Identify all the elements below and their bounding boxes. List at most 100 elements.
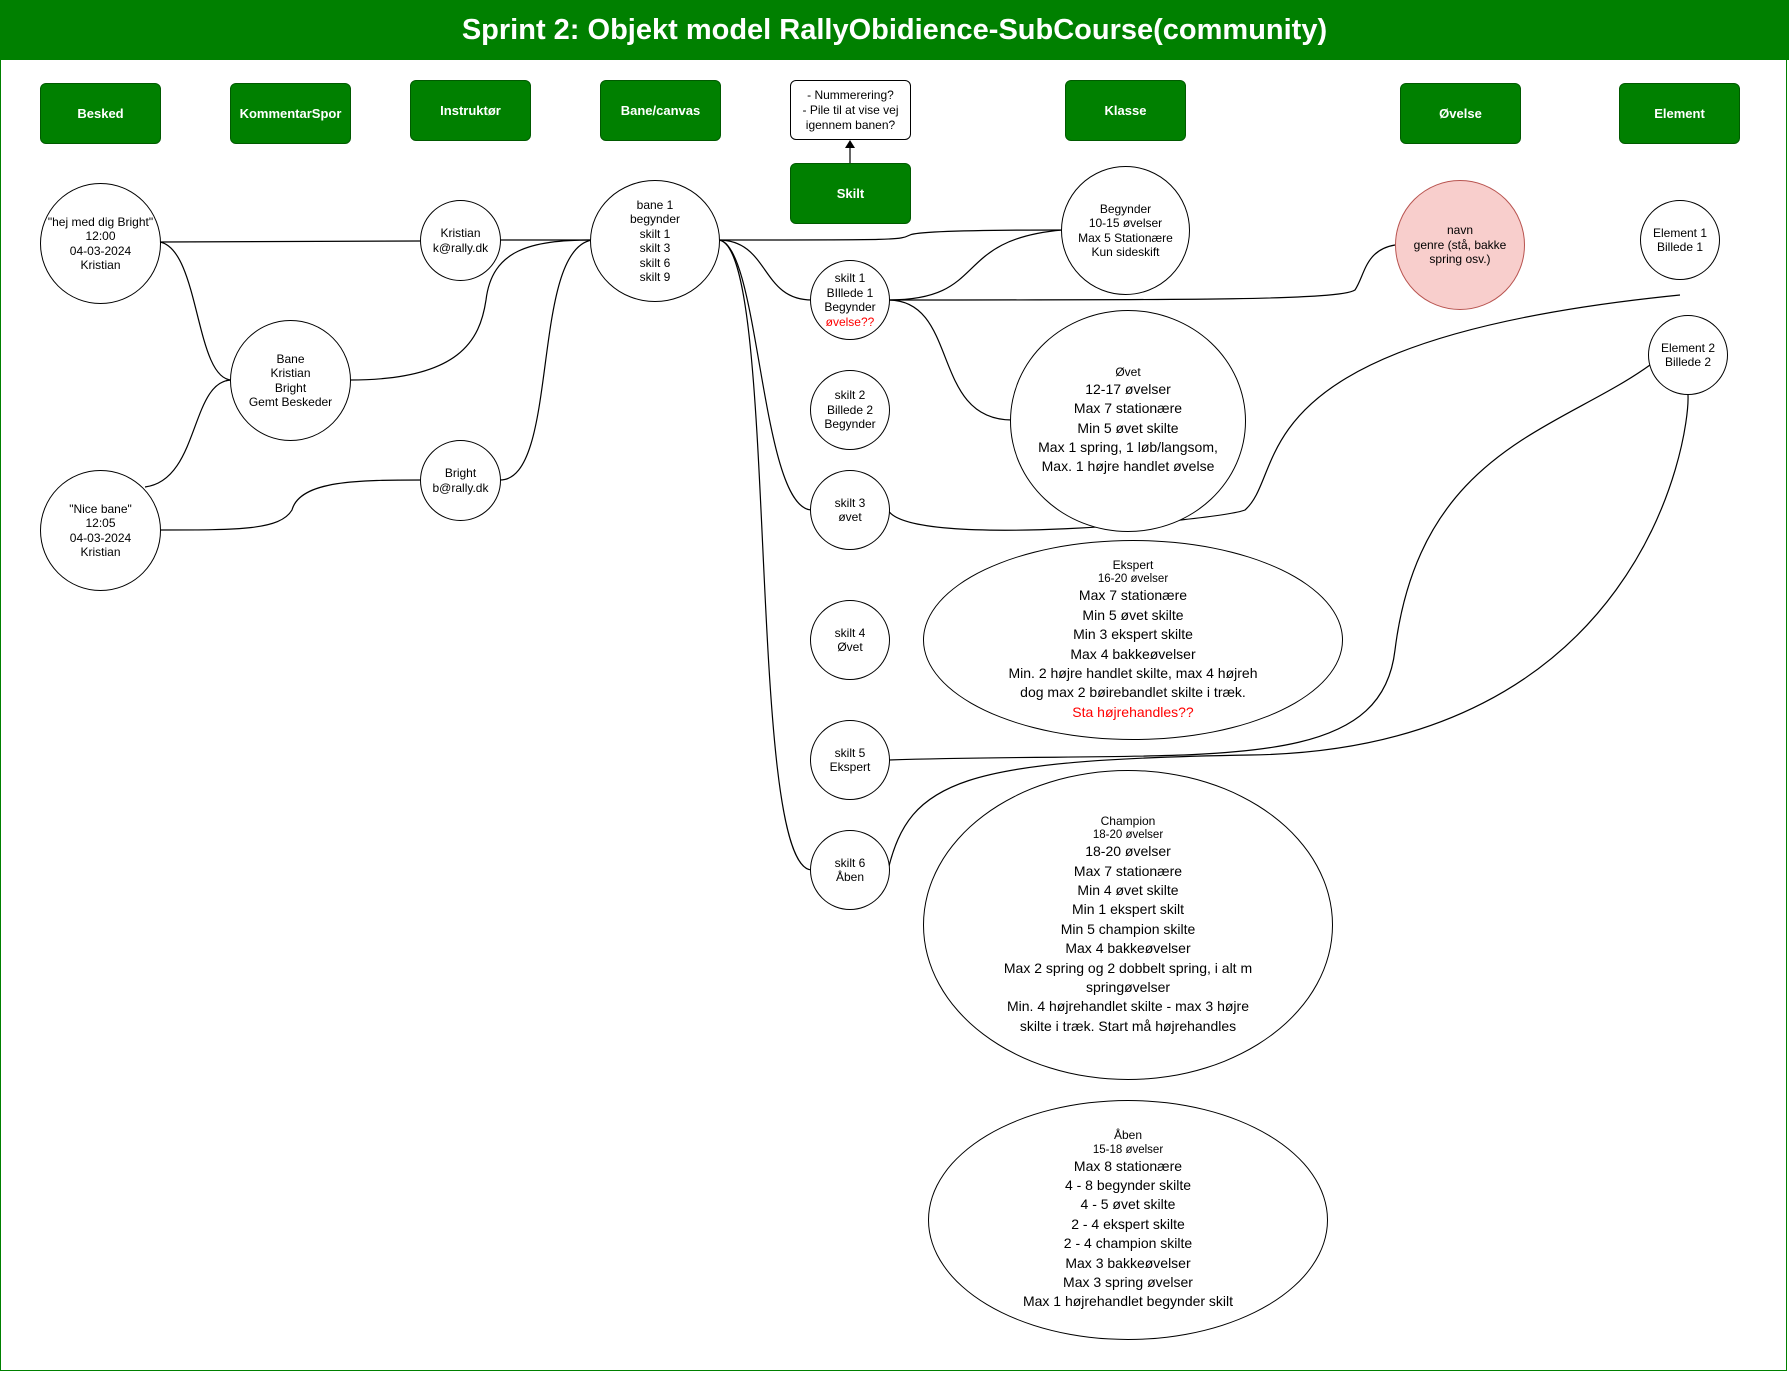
node-line: Min 5 øvet skilte <box>1082 606 1184 623</box>
skilt6-node: skilt 6 Åben <box>810 830 890 910</box>
bane-node: bane 1 begynder skilt 1 skilt 3 skilt 6 … <box>590 180 720 302</box>
node-line: Begynder <box>824 300 876 314</box>
node-line: Max 4 bakkeøvelser <box>1070 645 1196 662</box>
node-line: Øvet <box>837 640 863 654</box>
node-line: Max 1 spring, 1 løb/langsom, <box>1038 438 1218 455</box>
header-besked: Besked <box>40 83 161 144</box>
node-title: Øvet <box>1115 365 1141 380</box>
edge-skilt1-ovet <box>887 299 1013 421</box>
node-line: Max. 1 højre handlet øvelse <box>1041 458 1215 475</box>
skilt5-node: skilt 5 Ekspert <box>810 720 890 800</box>
skilt-note-line: igennem banen? <box>805 117 896 132</box>
node-line: Kristian <box>440 226 481 240</box>
node-line: 04-03-2024 <box>69 243 132 258</box>
node-line: skilt 3 <box>834 495 866 510</box>
node-line: Ekspert <box>829 760 871 774</box>
node-line: spring osv.) <box>1429 252 1491 267</box>
node-subtitle: 16-20 øvelser <box>1097 573 1169 586</box>
node-line: Kristian <box>80 258 121 272</box>
edge-msg2-kommentarspor <box>144 379 233 488</box>
node-line: 04-03-2024 <box>69 530 132 545</box>
node-line: Billede 2 <box>1664 355 1712 369</box>
edge-bane-skilt3 <box>717 239 813 511</box>
ekspert-question: Sta højrehandles?? <box>1072 703 1194 720</box>
edge-skilt3-element1 <box>887 294 1681 531</box>
node-line: 2 - 4 ekspert skilte <box>1071 1215 1185 1232</box>
edge-kommentarspor-bane <box>349 239 593 381</box>
node-line: skilt 1 <box>834 271 866 285</box>
klasse-champion-node: Champion 18-20 øvelser 18-20 øvelser Max… <box>923 770 1333 1080</box>
klasse-begynder-node: Begynder 10-15 øvelser Max 5 Stationære … <box>1061 166 1190 295</box>
node-line: Element 1 <box>1652 225 1708 240</box>
instruktor-kristian-node: Kristian k@rally.dk <box>420 200 501 281</box>
node-line: skilt 5 <box>834 745 866 760</box>
node-subtitle: 18-20 øvelser <box>1092 829 1164 842</box>
node-line: Max 4 bakkeøvelser <box>1065 940 1191 957</box>
edge-msg1-kristian <box>159 240 421 243</box>
node-line: Max 7 stationære <box>1073 400 1183 417</box>
skilt1-node: skilt 1 BIllede 1 Begynder øvelse?? <box>810 260 890 340</box>
arrowhead-skilt-note <box>845 140 855 148</box>
node-line: bane 1 <box>636 197 674 212</box>
node-line: dog max 2 bøirebandlet skilte i træk. <box>1020 684 1246 701</box>
node-line: b@rally.dk <box>432 480 489 495</box>
node-line: skilt 9 <box>639 270 671 284</box>
node-line: genre (stå, bakke <box>1413 237 1507 252</box>
besked-node-2: "Nice bane" 12:05 04-03-2024 Kristian <box>40 470 161 591</box>
skilt1-question: øvelse?? <box>825 314 875 329</box>
node-line: skilt 4 <box>834 625 866 640</box>
node-line: 12:00 <box>85 229 116 243</box>
node-line: Kristian <box>270 366 311 380</box>
klasse-ekspert-node: Ekspert 16-20 øvelser Max 7 stationære M… <box>923 540 1343 740</box>
node-line: Bright <box>274 380 307 395</box>
header-ovelse: Øvelse <box>1400 83 1521 144</box>
skilt-note-line: - Pile til at vise vej <box>802 102 899 117</box>
node-line: 2 - 4 champion skilte <box>1063 1235 1193 1252</box>
node-line: "Nice bane" <box>69 501 132 516</box>
node-line: Max 1 højrehandlet begynder skilt <box>1022 1293 1234 1310</box>
node-line: Min. 4 højrehandlet skilte - max 3 højre <box>1007 998 1249 1015</box>
skilt2-node: skilt 2 Billede 2 Begynder <box>810 370 890 450</box>
edge-bright-bane <box>499 239 593 481</box>
node-line: Max 3 bakkeøvelser <box>1065 1254 1191 1271</box>
header-element: Element <box>1619 83 1740 144</box>
node-line: Max 7 stationære <box>1073 862 1183 879</box>
node-line: skilt 6 <box>834 855 866 870</box>
node-line: "hej med dig Bright" <box>47 214 154 229</box>
edge-bane-skilt6 <box>717 239 813 871</box>
node-line: springøvelser <box>1085 979 1171 996</box>
header-skilt: Skilt <box>790 163 911 224</box>
node-line: Min 4 øvet skilte <box>1077 882 1179 899</box>
edge-skilt5-element2 <box>887 364 1651 761</box>
node-line: 10-15 øvelser <box>1088 216 1163 230</box>
element1-node: Element 1 Billede 1 <box>1640 200 1720 280</box>
skilt3-node: skilt 3 øvet <box>810 470 890 550</box>
node-line: Max 5 Stationære <box>1078 230 1173 245</box>
edge-skilt1-begynder <box>887 229 1063 301</box>
edge-bane-skilt1 <box>717 239 813 301</box>
node-line: BIllede 1 <box>826 285 874 300</box>
node-line: Min. 2 højre handlet skilte, max 4 højre… <box>1008 664 1258 681</box>
node-line: Kun sideskift <box>1091 245 1160 259</box>
klasse-ovet-node: Øvet 12-17 øvelser Max 7 stationære Min … <box>1010 310 1246 532</box>
ovelse-node: navn genre (stå, bakke spring osv.) <box>1395 180 1525 310</box>
node-line: Åben <box>835 870 865 884</box>
node-line: 4 - 8 begynder skilte <box>1064 1177 1192 1194</box>
node-line: Billede 1 <box>1656 240 1704 254</box>
node-line: begynder <box>629 212 681 226</box>
node-line: 12:05 <box>85 516 116 530</box>
header-bane: Bane/canvas <box>600 80 721 141</box>
node-line: Max 7 stationære <box>1078 587 1188 604</box>
skilt-note: - Nummerering? - Pile til at vise vej ig… <box>790 80 911 140</box>
node-line: Gemt Beskeder <box>248 395 333 409</box>
node-line: øvet <box>838 510 862 524</box>
kommentarspor-node: Bane Kristian Bright Gemt Beskeder <box>230 320 351 441</box>
node-line: skilt 3 <box>639 241 671 255</box>
node-line: skilte i træk. Start må højrehandles <box>1019 1017 1237 1034</box>
node-line: 12-17 øvelser <box>1085 380 1171 397</box>
edge-bane-begynder <box>717 229 1063 241</box>
node-line: Max 8 stationære <box>1073 1157 1183 1174</box>
edge-skilt6-element2 <box>887 394 1689 871</box>
header-kommentarspor: KommentarSpor <box>230 83 351 144</box>
